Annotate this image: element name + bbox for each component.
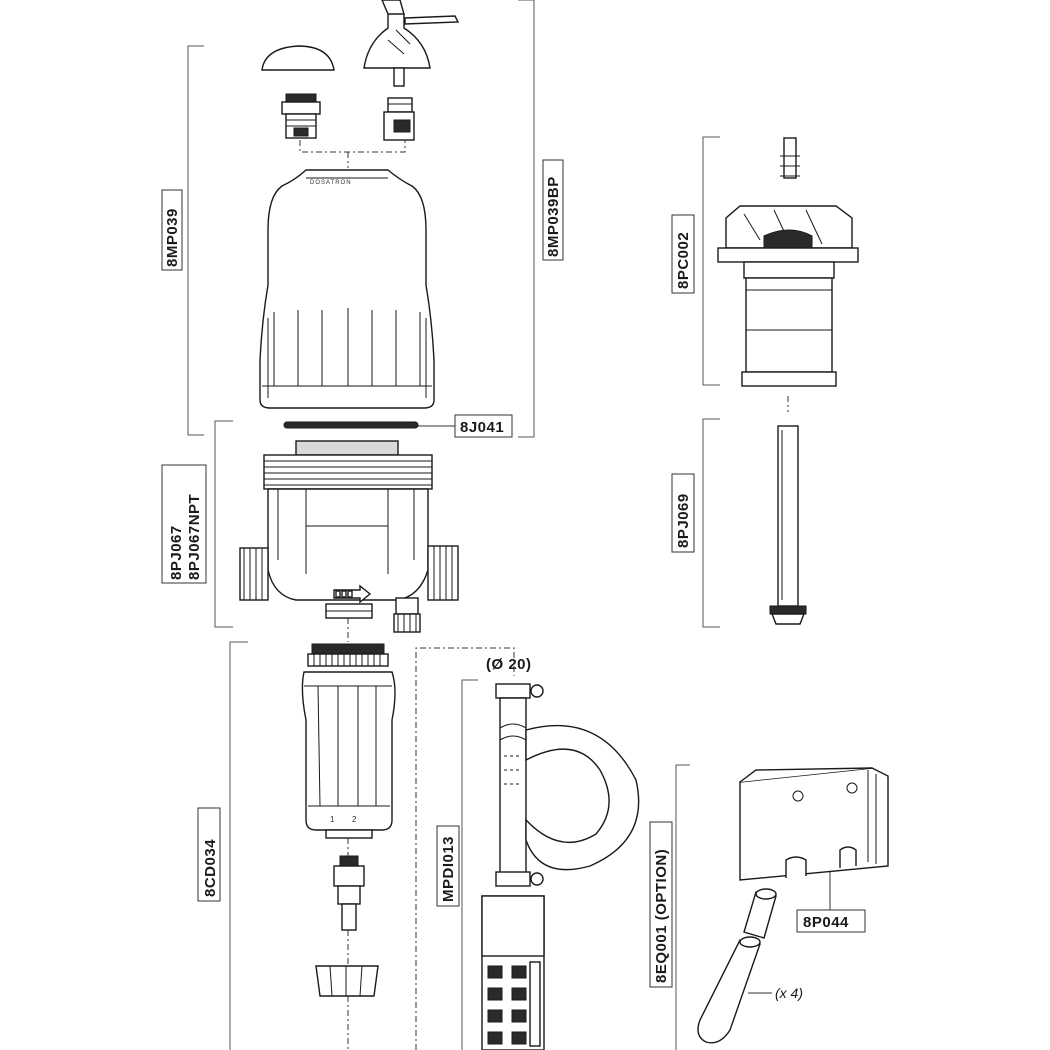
label-8pc002: 8PC002 [671,214,695,294]
label-quantity: (x 4) [748,985,803,1001]
suction-strainer [481,895,545,1050]
check-valve [333,855,365,931]
upper-housing: DOSATRON [259,169,435,409]
svg-text:(x 4): (x 4) [775,985,803,1001]
bracket-8cd034 [229,641,248,1050]
bracket-mpdi013 [461,679,478,1050]
label-diameter: (Ø 20) [486,656,532,673]
pump-body [239,440,459,633]
svg-text:8CD034: 8CD034 [202,839,219,897]
bracket-8mp039bp [518,0,535,438]
svg-text:2: 2 [352,815,357,824]
suction-nut [315,965,379,997]
svg-text:8P044: 8P044 [803,914,849,931]
bleed-valve [281,93,321,139]
bracket-8eq001 [675,764,690,1050]
bypass-handle [363,0,460,87]
svg-text:8MP039: 8MP039 [164,208,181,267]
bracket-8pj067 [214,420,233,628]
label-8cd034: 8CD034 [197,807,221,902]
svg-text:8MP039BP: 8MP039BP [545,176,562,257]
svg-text:8PJ067NPT: 8PJ067NPT [186,494,203,580]
label-8p044: 8P044 [796,868,866,933]
label-8pj067: 8PJ067 8PJ067NPT [161,464,207,584]
assembly-axis-top [299,140,406,168]
svg-text:(Ø 20): (Ø 20) [486,656,532,673]
dosing-cylinder: 1 2 [301,643,396,839]
svg-text:DOSATRON: DOSATRON [310,180,352,186]
label-8j041: 8J041 [418,414,513,438]
bracket-8pj069 [702,418,720,628]
svg-text:MPDI013: MPDI013 [440,836,457,902]
suction-hose [495,683,640,887]
mounting-plugs [697,888,777,1044]
bracket-8pc002 [702,136,720,386]
wall-bracket [739,767,889,881]
label-mpdi013: MPDI013 [436,825,460,907]
svg-text:8PC002: 8PC002 [675,232,692,289]
bypass-valve [383,97,415,141]
svg-text:8PJ069: 8PJ069 [675,493,692,548]
hose-connection-path [415,647,515,1050]
label-8mp039: 8MP039 [161,189,183,271]
bleed-cap [261,45,335,71]
svg-text:1: 1 [330,815,335,824]
svg-text:8J041: 8J041 [460,419,504,436]
bracket-8mp039 [187,45,204,436]
label-8pj069: 8PJ069 [671,473,695,553]
plunger-rod [769,425,807,625]
seal-ring-8j041 [283,421,419,429]
svg-text:8EQ001 (OPTION): 8EQ001 (OPTION) [653,849,670,983]
label-8eq001-option: 8EQ001 (OPTION) [649,821,673,988]
svg-text:8PJ067: 8PJ067 [168,525,185,580]
piston-assembly [717,137,859,387]
label-8mp039bp: 8MP039BP [542,159,564,261]
